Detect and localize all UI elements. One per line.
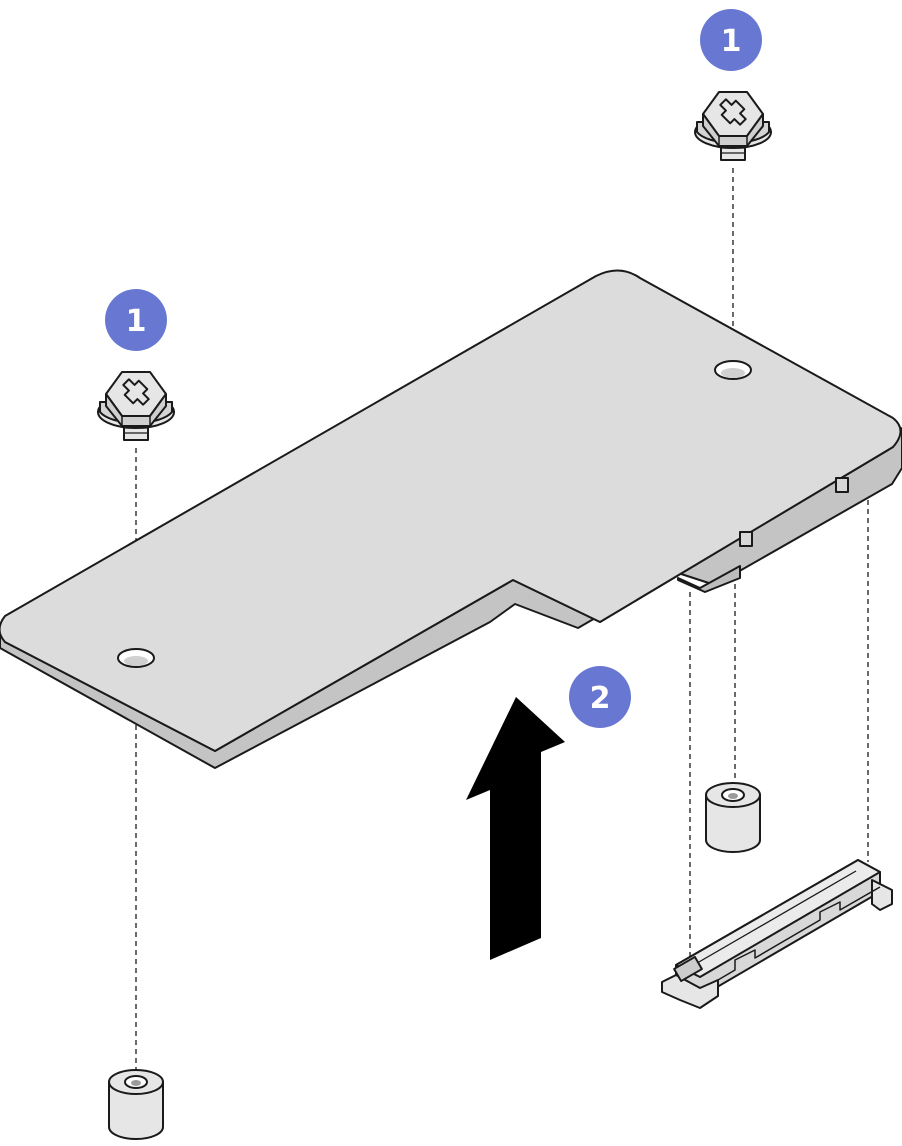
callout-circle <box>105 289 167 351</box>
step-1-callout-left: 1 <box>105 289 167 351</box>
step-1-callout-right: 1 <box>700 9 762 71</box>
step-number: 1 <box>126 304 147 339</box>
screw-icon <box>97 371 175 441</box>
connector-icon <box>661 859 893 1009</box>
step-2-callout: 2 <box>569 666 631 728</box>
lift-arrow-icon <box>466 697 565 960</box>
step-number: 1 <box>721 24 742 59</box>
standoff-icon <box>108 1069 164 1140</box>
step-number: 2 <box>590 681 611 716</box>
board <box>0 269 902 769</box>
callout-circle <box>569 666 631 728</box>
board-top <box>0 269 902 752</box>
standoff-icon <box>705 782 761 853</box>
callout-circle <box>700 9 762 71</box>
screw-icon <box>694 91 772 161</box>
